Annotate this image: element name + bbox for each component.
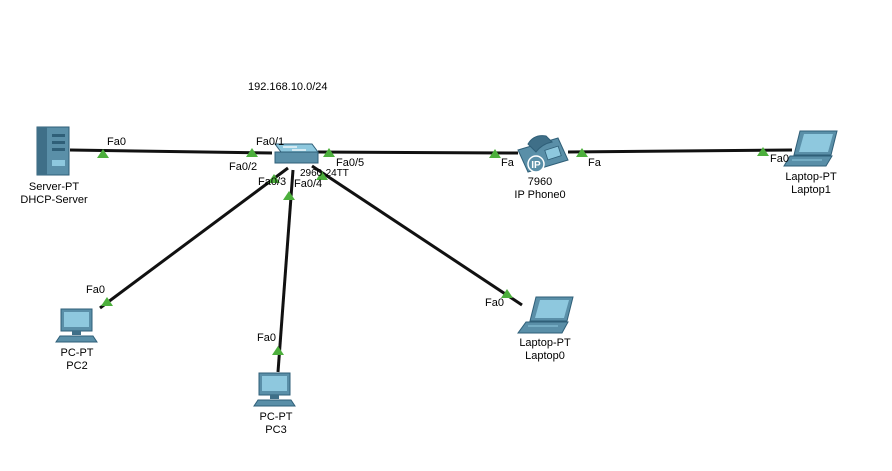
laptop0-name: Laptop0 (525, 350, 565, 362)
port-label-switch-fa0-4: Fa0/4 (294, 178, 323, 190)
phone-label: 7960 IP Phone0 (514, 176, 565, 202)
cable-switch-pc2[interactable] (99, 166, 289, 310)
port-label-pc3-fa0: Fa0 (257, 332, 276, 344)
laptop1-label: Laptop-PT Laptop1 (785, 171, 836, 197)
port-status-icon (272, 346, 284, 355)
port-label-laptop0-fa0: Fa0 (485, 297, 504, 309)
port-label-pc2-fa0: Fa0 (86, 284, 105, 296)
laptop1-name: Laptop1 (791, 184, 831, 196)
port-label-switch-fa0-1: Fa0/1 (256, 136, 285, 148)
cable-switch-laptop0[interactable] (311, 164, 523, 307)
cable-switch-phone[interactable] (317, 150, 519, 155)
laptop1-model: Laptop-PT (785, 171, 837, 183)
port-status-icon (757, 147, 769, 156)
server-model: Server-PT (28, 181, 80, 193)
pc3-label: PC-PT PC3 (260, 411, 293, 437)
port-indicators (97, 147, 769, 355)
port-label-switch-fa0-3: Fa0/3 (258, 176, 287, 188)
port-status-icon (489, 149, 501, 158)
pc2-name: PC2 (66, 360, 88, 372)
switch-icon[interactable]: 2960-24TT (274, 143, 349, 179)
port-status-icon (501, 289, 513, 298)
server-name: DHCP-Server (20, 194, 88, 206)
port-status-icon (101, 297, 113, 306)
port-label-switch-fa0-2: Fa0/2 (229, 161, 258, 173)
port-status-icon (97, 149, 109, 158)
port-status-icon (268, 174, 280, 183)
phone-model: 7960 (527, 176, 553, 188)
port-label-phone-left: Fa (501, 157, 514, 169)
laptop1-icon[interactable] (783, 130, 838, 167)
cable-switch-pc3[interactable] (276, 169, 295, 373)
pc2-model: PC-PT (60, 347, 94, 359)
laptop0-icon[interactable] (517, 296, 574, 334)
port-label-phone-right: Fa (588, 157, 601, 169)
pc2-icon[interactable] (55, 308, 98, 343)
ip-badge-text: IP (531, 160, 541, 171)
port-status-icon (283, 191, 295, 200)
server-icon[interactable] (36, 126, 70, 176)
switch-model-text: 2960-24TT (300, 168, 349, 179)
port-label-server-fa0: Fa0 (107, 136, 126, 148)
pc2-label: PC-PT PC2 (61, 347, 94, 373)
cable-phone-laptop1[interactable] (567, 148, 793, 154)
ip-phone-icon[interactable]: IP (517, 135, 569, 173)
network-label: 192.168.10.0/24 (248, 81, 328, 93)
phone-name: IP Phone0 (514, 189, 566, 201)
port-status-icon (323, 148, 335, 157)
port-status-icon (246, 148, 258, 157)
port-label-laptop1-fa0: Fa0 (770, 153, 789, 165)
cables (69, 148, 793, 373)
cable-server-switch[interactable] (69, 148, 273, 155)
laptop0-label: Laptop-PT Laptop0 (519, 337, 570, 363)
pc3-model: PC-PT (259, 411, 293, 423)
server-label: Server-PT DHCP-Server (20, 181, 87, 207)
pc3-name: PC3 (265, 424, 287, 436)
laptop0-model: Laptop-PT (519, 337, 571, 349)
port-status-icon (576, 148, 588, 157)
port-status-icon (316, 171, 328, 180)
pc3-icon[interactable] (253, 372, 296, 407)
port-label-switch-fa0-5: Fa0/5 (336, 157, 365, 169)
